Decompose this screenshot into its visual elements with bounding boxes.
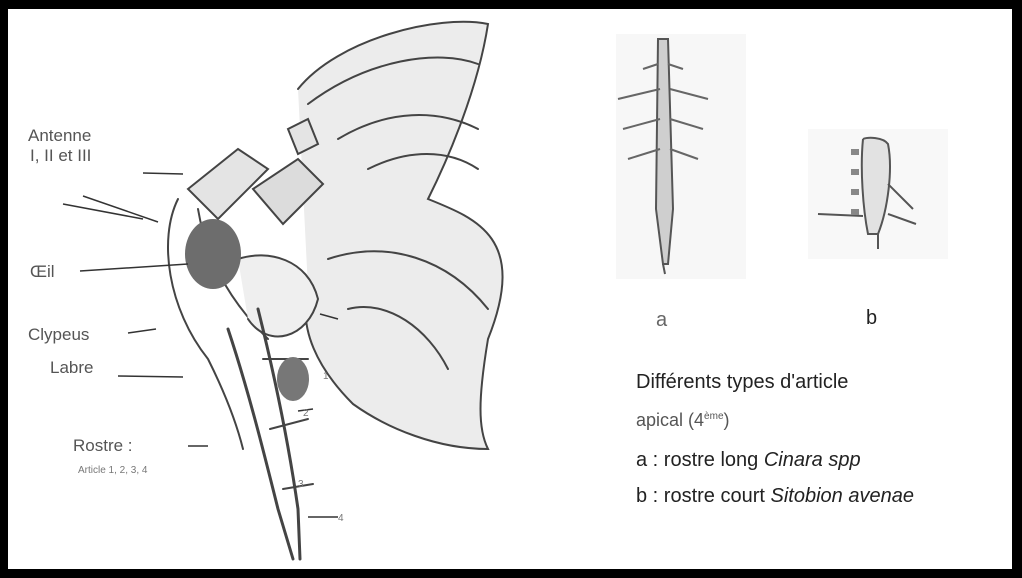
segment-number-2: 2: [303, 404, 309, 423]
segment-number-1: 1: [323, 367, 329, 386]
compound-eye: [185, 219, 241, 289]
segment-number-3: 3: [298, 475, 304, 494]
caption-line-2-text: apical (4: [636, 410, 704, 430]
caption-line-1: Différents types d'article: [636, 371, 848, 393]
caption-line-3: a : rostre long Cinara spp: [636, 449, 861, 471]
label-eye: Œil: [30, 262, 55, 281]
subfigure-label-b: b: [866, 307, 877, 329]
caption-line-3-species: Cinara spp: [764, 449, 861, 471]
figure-panel: Antenne I, II et III Œil Clypeus Labre R…: [8, 9, 1012, 569]
caption-line-2-end: ): [724, 410, 730, 430]
caption-line-4-prefix: b : rostre court: [636, 485, 771, 507]
label-antenna-segments: I, II et III: [30, 146, 91, 165]
label-rostrum: Rostre :: [73, 436, 133, 455]
label-antenna: Antenne: [28, 126, 91, 145]
caption-line-3-prefix: a : rostre long: [636, 449, 764, 471]
caption-line-4: b : rostre court Sitobion avenae: [636, 485, 914, 507]
label-labrum: Labre: [50, 358, 93, 377]
caption-line-2: apical (4ème): [636, 406, 730, 431]
subfigure-label-a: a: [656, 309, 667, 331]
caption-line-2-superscript: ème: [704, 411, 723, 422]
caption-line-4-species: Sitobion avenae: [771, 485, 914, 507]
label-clypeus: Clypeus: [28, 325, 89, 344]
segment-number-4: 4: [338, 509, 344, 528]
label-rostrum-segments: Article 1, 2, 3, 4: [78, 461, 147, 480]
